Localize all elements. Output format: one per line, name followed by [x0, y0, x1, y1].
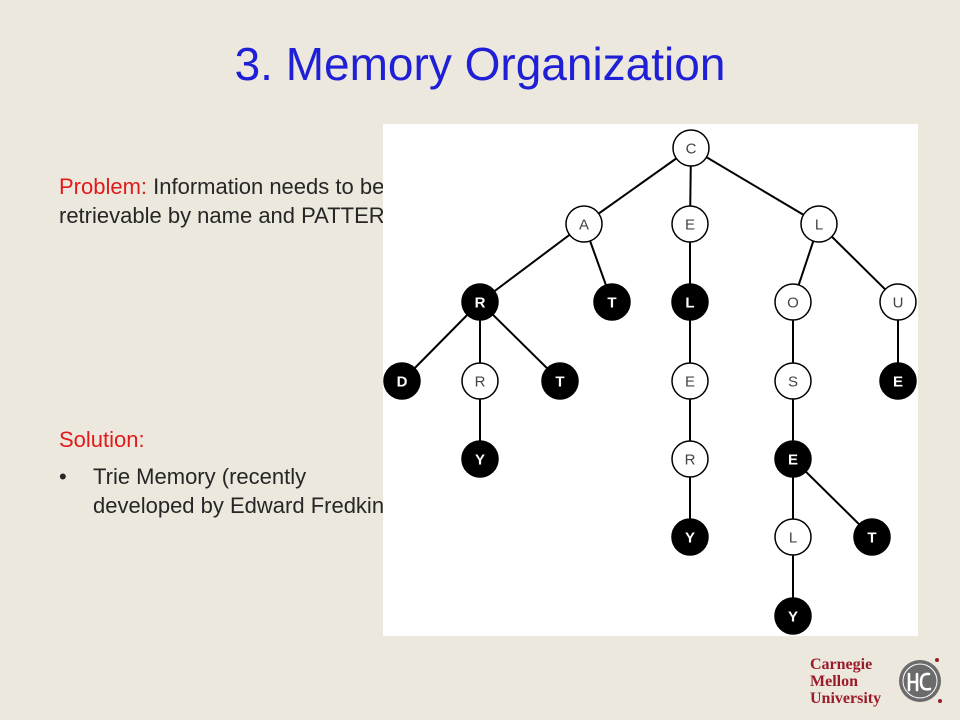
trie-diagram: C A E L R T L O U D R T E S E Y R E Y L T Y — [383, 129, 917, 635]
hcii-badge-icon — [899, 658, 942, 703]
trie-node-circle — [879, 362, 917, 400]
trie-node-e2: E — [671, 362, 709, 400]
trie-node-y1: Y — [461, 440, 499, 478]
trie-node-label: E — [685, 374, 695, 391]
trie-node-e1: E — [671, 205, 709, 243]
trie-node-circle — [774, 518, 812, 556]
trie-node-circle — [671, 362, 709, 400]
trie-node-circle — [593, 283, 631, 321]
trie-node-circle — [774, 440, 812, 478]
trie-node-r2: R — [461, 362, 499, 400]
logo-line-carnegie: Carnegie — [810, 656, 873, 673]
slide-title: 3. Memory Organization — [234, 38, 726, 90]
trie-node-circle — [853, 518, 891, 556]
trie-node-label: A — [579, 217, 589, 234]
trie-node-y2: Y — [671, 518, 709, 556]
trie-node-l2: L — [671, 283, 709, 321]
trie-node-label: E — [788, 452, 798, 469]
trie-edge-c-a — [583, 147, 692, 225]
trie-node-circle — [774, 283, 812, 321]
logo-line-university: University — [810, 690, 882, 707]
bullet-marker: • — [59, 464, 67, 489]
trie-node-label: R — [685, 452, 696, 469]
trie-node-circle — [541, 362, 579, 400]
trie-node-o: O — [774, 283, 812, 321]
trie-node-circle — [672, 129, 710, 167]
trie-node-circle — [671, 518, 709, 556]
trie-node-circle — [671, 440, 709, 478]
trie-node-label: T — [867, 530, 876, 547]
trie-node-r1: R — [461, 283, 499, 321]
trie-node-u: U — [879, 283, 917, 321]
trie-node-label: R — [475, 374, 486, 391]
trie-node-label: U — [893, 295, 904, 312]
problem-label: Problem: — [59, 174, 148, 199]
trie-node-l3: L — [774, 518, 812, 556]
trie-node-t2: T — [541, 362, 579, 400]
trie-node-e4: E — [774, 440, 812, 478]
trie-node-label: C — [686, 141, 697, 158]
trie-node-d: D — [383, 362, 421, 400]
trie-node-r3: R — [671, 440, 709, 478]
trie-node-l1: L — [800, 205, 838, 243]
trie-node-label: Y — [475, 452, 485, 469]
trie-nodes: C A E L R T L O U D R T E S E Y R E Y L T Y — [383, 129, 917, 635]
bullet-text: Trie Memory (recently developed by Edwar… — [93, 464, 392, 518]
trie-node-s: S — [774, 362, 812, 400]
trie-node-circle — [774, 362, 812, 400]
trie-node-circle — [879, 283, 917, 321]
trie-node-circle — [671, 205, 709, 243]
trie-node-label: S — [788, 374, 798, 391]
trie-node-label: T — [607, 295, 616, 312]
problem-statement: Problem: Information needs to be retriev… — [59, 172, 404, 230]
solution-label: Solution: — [59, 427, 145, 452]
trie-node-label: E — [893, 374, 903, 391]
trie-node-label: E — [685, 217, 695, 234]
trie-diagram-panel: C A E L R T L O U D R T E S E Y R E Y L T Y — [383, 124, 918, 636]
trie-node-circle — [774, 597, 812, 635]
trie-node-label: T — [555, 374, 564, 391]
solution-bullet: • Trie Memory (recently developed by Edw… — [59, 462, 394, 520]
trie-node-label: D — [397, 374, 408, 391]
trie-node-c: C — [672, 129, 710, 167]
trie-node-t1: T — [593, 283, 631, 321]
trie-node-e3: E — [879, 362, 917, 400]
trie-edge-a-r1 — [479, 223, 585, 303]
trie-node-circle — [671, 283, 709, 321]
trie-node-label: Y — [788, 609, 798, 626]
logo-line-mellon: Mellon — [810, 673, 858, 690]
cmu-hcii-logo: Carnegie Mellon University — [810, 652, 950, 714]
trie-node-label: O — [787, 295, 799, 312]
trie-node-label: L — [815, 217, 823, 234]
trie-node-a: A — [565, 205, 603, 243]
trie-edge-c-l1 — [690, 147, 820, 225]
problem-text: Information needs to be retrievable by n… — [59, 174, 401, 228]
trie-node-circle — [461, 362, 499, 400]
trie-node-y3: Y — [774, 597, 812, 635]
trie-node-circle — [383, 362, 421, 400]
trie-node-label: Y — [685, 530, 695, 547]
trie-node-circle — [565, 205, 603, 243]
trie-node-circle — [461, 283, 499, 321]
trie-node-label: R — [475, 295, 486, 312]
solution-section: Solution: • Trie Memory (recently develo… — [59, 425, 394, 520]
trie-node-circle — [800, 205, 838, 243]
trie-node-circle — [461, 440, 499, 478]
trie-node-label: L — [789, 530, 797, 547]
trie-node-t3: T — [853, 518, 891, 556]
trie-node-label: L — [685, 295, 694, 312]
